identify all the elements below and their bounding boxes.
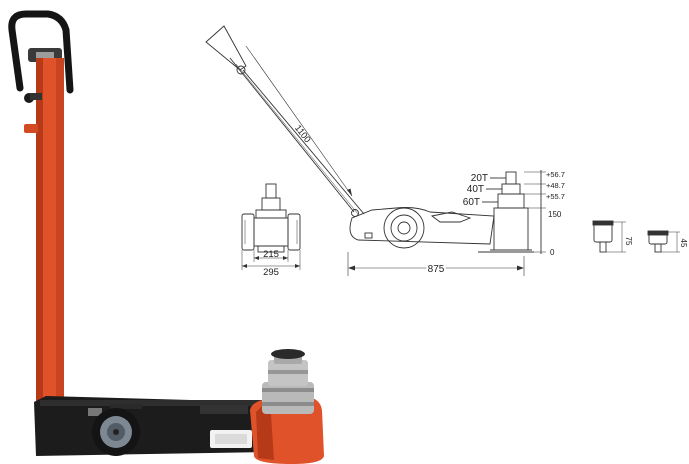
stage-label-60t: 60T bbox=[463, 197, 480, 208]
front-view-drawing bbox=[241, 183, 301, 270]
base-length-label: 875 bbox=[428, 264, 445, 275]
zero-mark-label: 0 bbox=[550, 248, 555, 257]
jack-photo bbox=[8, 10, 324, 464]
height-step-3: +55.7 bbox=[546, 192, 565, 201]
height-step-1: +56.7 bbox=[546, 170, 565, 179]
front-inner-width-label: 215 bbox=[263, 249, 279, 260]
front-view-arrows bbox=[242, 256, 300, 268]
saddle-tall-drawing bbox=[592, 220, 626, 253]
base-height-label: 150 bbox=[548, 210, 562, 219]
wheel-icon bbox=[92, 408, 140, 456]
height-step-2: +48.7 bbox=[546, 181, 565, 190]
saddle-short-drawing bbox=[647, 230, 680, 253]
saddle-tall-height-label: 75 bbox=[624, 237, 633, 246]
front-outer-width-label: 295 bbox=[263, 267, 279, 278]
stage-label-40t: 40T bbox=[467, 184, 484, 195]
saddle-short-height-label: 45 bbox=[679, 239, 688, 248]
stage-label-20t: 20T bbox=[471, 173, 488, 184]
side-view-drawing bbox=[205, 25, 546, 276]
side-view-arrows bbox=[347, 188, 524, 271]
